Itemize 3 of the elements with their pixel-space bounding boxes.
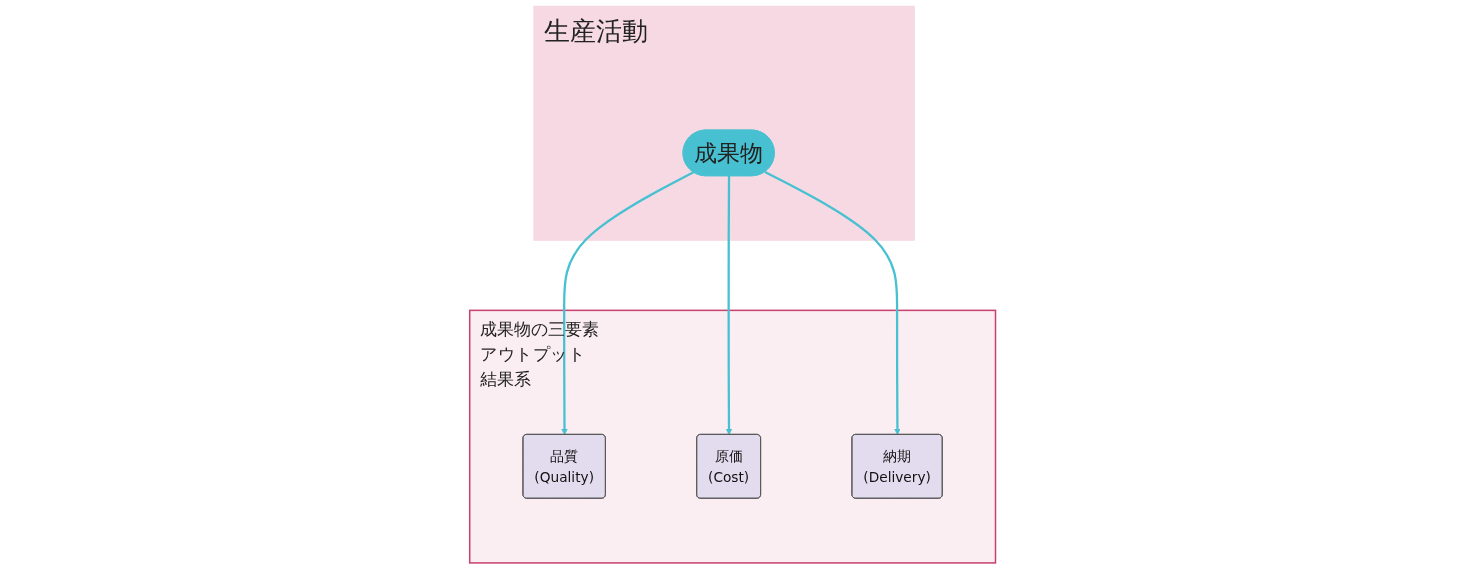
arrow	[764, 170, 901, 436]
arrow	[725, 176, 733, 436]
arrow	[561, 171, 694, 436]
